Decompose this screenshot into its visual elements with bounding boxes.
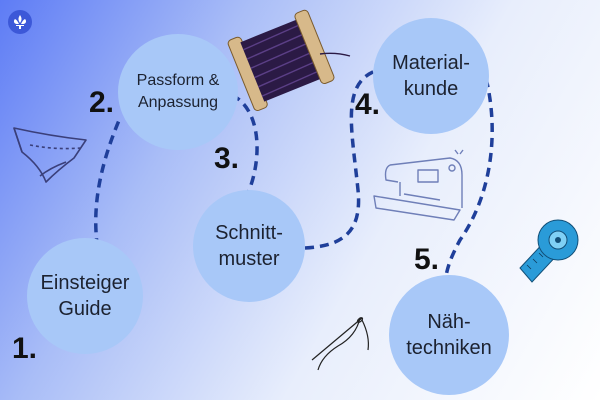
step-number-3: 3. <box>214 142 240 175</box>
step-number-1: 1. <box>12 332 38 365</box>
step-label: Näh- techniken <box>406 311 492 359</box>
step-number-2: 2. <box>89 86 115 119</box>
step-number-4: 4. <box>355 88 381 121</box>
sewing-machine-icon <box>373 149 464 221</box>
connector-3-4 <box>304 68 379 250</box>
step-circle-passform: Passform & Anpassung <box>118 34 238 150</box>
thread-spool-icon <box>227 9 335 112</box>
loose-thread <box>319 52 351 57</box>
underwear-icon <box>13 127 87 183</box>
connector-2-3 <box>231 93 259 194</box>
step-label: Passform & Anpassung <box>136 72 220 111</box>
step-label: Schnitt- muster <box>215 222 283 270</box>
step-number-5: 5. <box>414 243 440 276</box>
fleur-de-lis-icon <box>8 10 32 34</box>
step-label: Einsteiger Guide <box>40 272 130 320</box>
measuring-tape-icon <box>519 219 579 283</box>
step-label: Material- kunde <box>392 52 470 100</box>
step-circle-naehtechniken: Näh- techniken <box>389 275 509 395</box>
step-circle-materialkunde: Material- kunde <box>373 18 489 134</box>
needle-thread-icon <box>311 317 369 371</box>
step-circle-einsteiger-guide: Einsteiger Guide <box>27 238 143 354</box>
connector-4-5 <box>444 63 494 277</box>
step-circle-schnittmuster: Schnitt- muster <box>193 190 305 302</box>
